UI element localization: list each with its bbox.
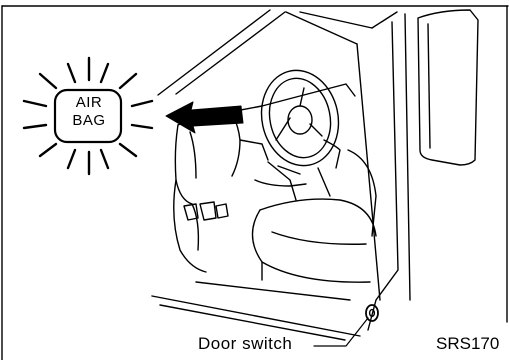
driver-seat	[252, 150, 376, 282]
pedals	[184, 202, 228, 220]
car-body-outline	[152, 10, 478, 340]
figure-reference-code: SRS170	[436, 334, 499, 354]
steering-wheel	[253, 63, 347, 196]
door-switch-label: Door switch	[198, 334, 292, 354]
air-bag-lamp-label: AIR BAG	[56, 94, 122, 130]
lamp-label-line1: AIR	[56, 94, 122, 112]
lamp-label-line2: BAG	[56, 112, 122, 130]
frame-border	[2, 6, 508, 360]
